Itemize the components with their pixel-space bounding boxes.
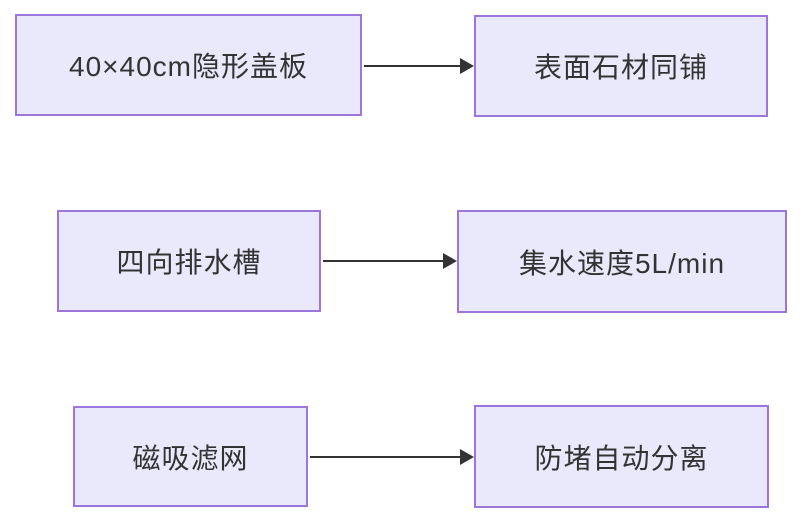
flow-node-magnetic-filter: 磁吸滤网 [73,406,308,507]
arrow-shaft [323,260,443,262]
flow-arrow-row1 [364,58,474,74]
flow-node-label: 40×40cm隐形盖板 [69,51,308,82]
flow-node-label: 表面石材同铺 [533,52,708,83]
arrowhead-icon [460,58,474,74]
arrowhead-icon [460,449,474,465]
flow-node-surface-stone: 表面石材同铺 [474,15,768,117]
flow-node-drain-channel: 四向排水槽 [57,210,321,312]
flow-node-cover-plate: 40×40cm隐形盖板 [15,14,362,116]
flow-node-label: 集水速度5L/min [518,247,726,279]
arrowhead-icon [443,253,457,269]
arrow-shaft [364,65,460,67]
flow-node-label: 四向排水槽 [116,247,262,278]
flow-arrow-row3 [310,449,474,465]
flow-node-anticlog-separation: 防堵自动分离 [474,405,769,508]
flow-node-label: 磁吸滤网 [132,442,249,474]
flow-arrow-row2 [323,253,457,269]
flow-node-water-speed: 集水速度5L/min [457,210,787,313]
flow-node-label: 防堵自动分离 [534,442,709,474]
arrow-shaft [310,456,460,458]
